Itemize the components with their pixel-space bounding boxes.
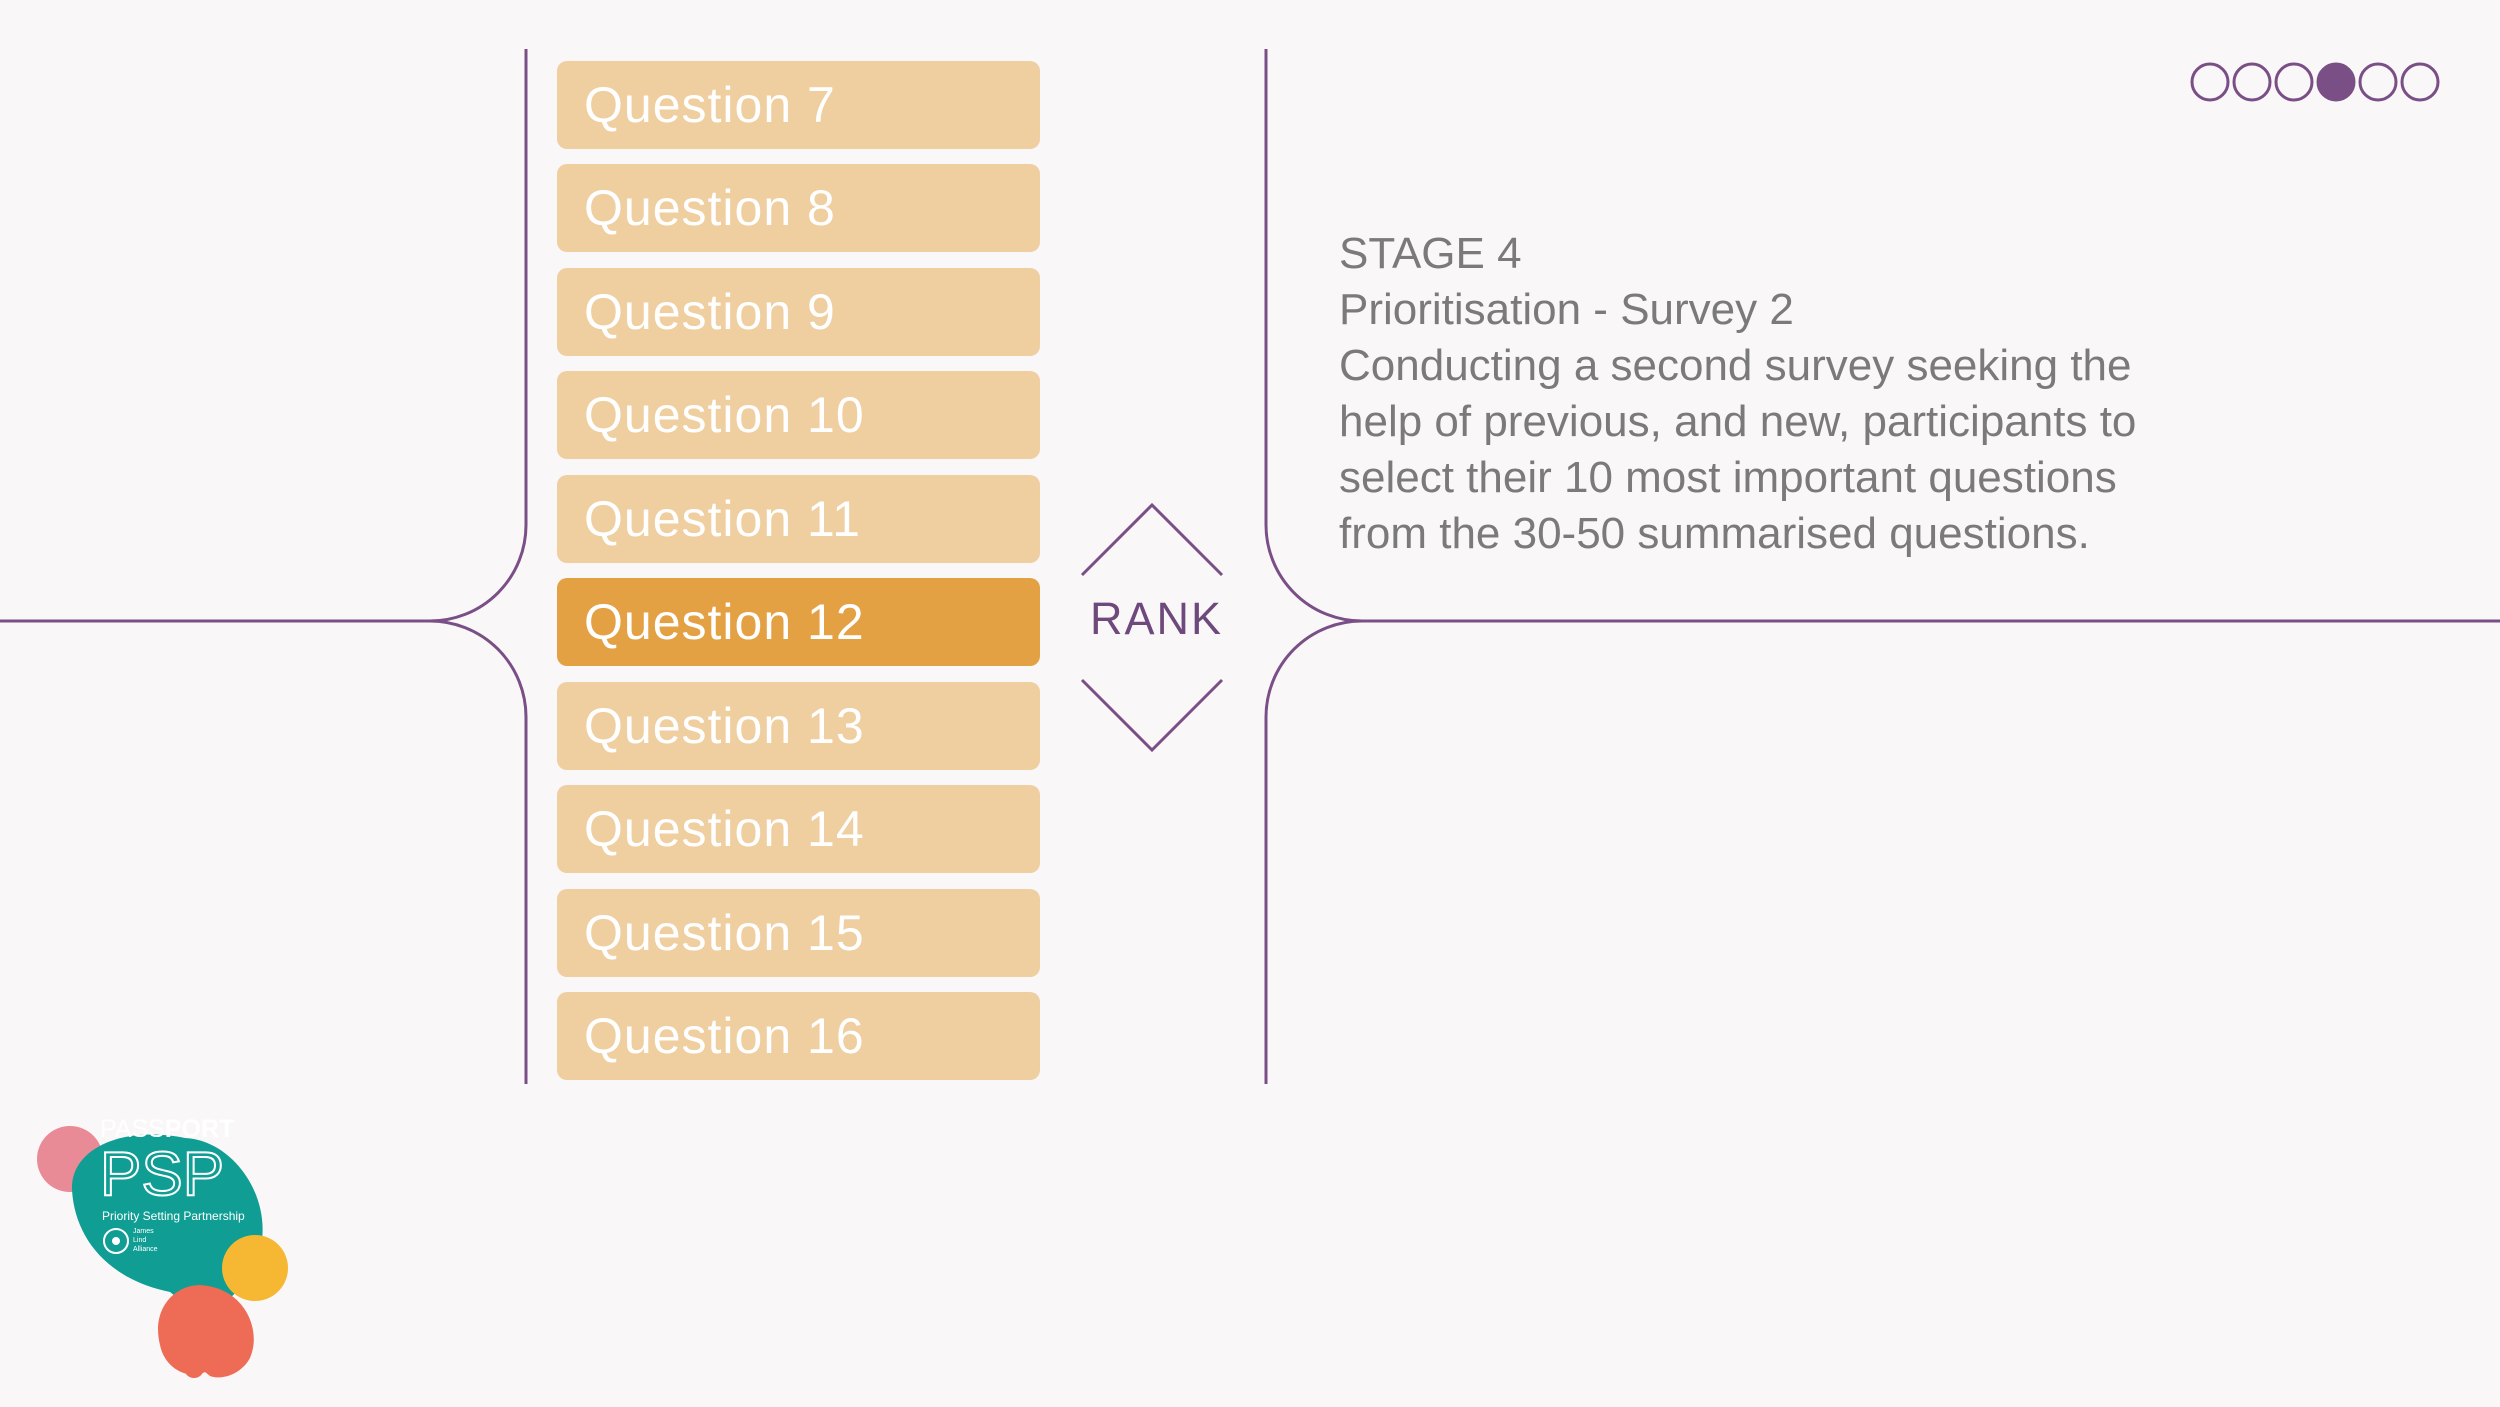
question-item-16[interactable]: Question 16 (557, 992, 1040, 1080)
question-item-10[interactable]: Question 10 (557, 371, 1040, 459)
rank-up-chevron-icon (1080, 502, 1224, 577)
progress-dot-2[interactable] (2232, 62, 2272, 102)
james-lind-alliance-icon (103, 1228, 129, 1254)
question-item-8[interactable]: Question 8 (557, 164, 1040, 252)
logo-passport-text: PASSPORT (100, 1115, 234, 1143)
progress-dot-3[interactable] (2274, 62, 2314, 102)
stage-description-line: select their 10 most important questions (1339, 453, 2117, 502)
stage-subtitle: Prioritisation - Survey 2 (1339, 285, 1794, 334)
progress-dot-1[interactable] (2190, 62, 2230, 102)
progress-dot-6[interactable] (2400, 62, 2440, 102)
logo-tagline: Priority Setting Partnership (102, 1209, 245, 1223)
question-item-13[interactable]: Question 13 (557, 682, 1040, 770)
question-item-7[interactable]: Question 7 (557, 61, 1040, 149)
stage-progress-dots (2190, 62, 2440, 102)
stage-description: STAGE 4 Prioritisation - Survey 2 Conduc… (1339, 226, 2219, 562)
rank-label: RANK (1090, 593, 1224, 644)
question-item-9[interactable]: Question 9 (557, 268, 1040, 356)
logo-partner-line: Alliance (133, 1246, 158, 1253)
stage-description-line: help of previous, and new, participants … (1339, 397, 2137, 446)
question-item-15[interactable]: Question 15 (557, 889, 1040, 977)
question-item-12[interactable]: Question 12 (557, 578, 1040, 666)
question-item-14[interactable]: Question 14 (557, 785, 1040, 873)
logo-partner-line: Lind (133, 1237, 146, 1244)
stage-description-line: from the 30-50 summarised questions. (1339, 509, 2090, 558)
passport-psp-logo: PASSPORT PSP Priority Setting Partnershi… (37, 1115, 288, 1378)
stage-title: STAGE 4 (1339, 229, 1522, 278)
question-item-11[interactable]: Question 11 (557, 475, 1040, 563)
logo-partner-line: James (133, 1228, 154, 1235)
progress-dot-5[interactable] (2358, 62, 2398, 102)
stage-description-line: Conducting a second survey seeking the (1339, 341, 2132, 390)
rank-down-chevron-icon (1080, 678, 1224, 753)
logo-psp-text: PSP (100, 1140, 224, 1209)
progress-dot-4[interactable] (2316, 62, 2356, 102)
